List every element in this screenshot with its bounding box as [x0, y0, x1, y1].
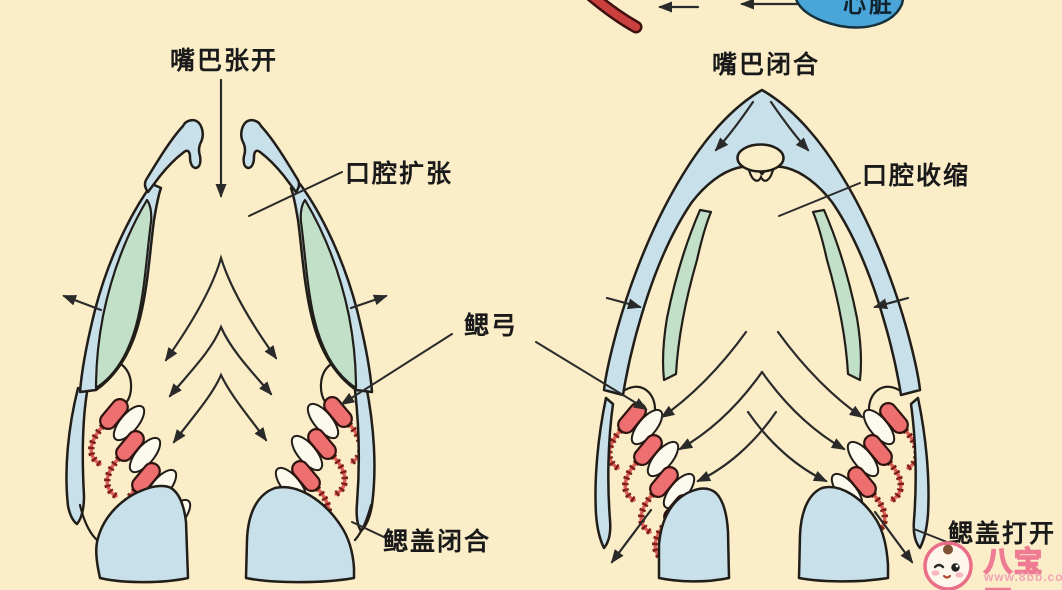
label-cavity-expand: 口腔扩张: [345, 160, 454, 188]
left-fish: [62, 78, 388, 584]
expand-arrow-right: [349, 294, 388, 310]
label-mouth-open: 嘴巴张开: [170, 47, 279, 75]
jaw-seam: [747, 168, 775, 182]
snout-arrow-right: [769, 100, 810, 152]
exit-arrow-left: [610, 508, 653, 564]
baby-face-icon: [923, 541, 973, 590]
left-fish-flow-arrows: [62, 78, 388, 444]
chevron-flow-3: [172, 372, 268, 444]
compress-arrow-right: [873, 296, 910, 310]
watermark-site-url: www.8bb.com: [984, 570, 1062, 584]
leader-cavity-contract: [778, 182, 861, 217]
muscle-left: [94, 198, 153, 390]
chevron-flow-1: [164, 254, 278, 362]
left-fish-body-right: [244, 485, 356, 584]
operculum-left-closed: [65, 386, 89, 526]
muscle-left: [661, 208, 713, 382]
right-fish-flow-arrows: [605, 100, 914, 564]
right-fish-body-left: [657, 487, 731, 583]
left-fish-body-left: [95, 484, 190, 584]
label-gill-cover-closed: 鳃盖闭合: [383, 528, 492, 556]
operculum-right-closed: [353, 383, 376, 533]
leader-gill-arch-right: [535, 341, 648, 411]
leader-cavity-expand: [248, 171, 343, 217]
gill-outflow-r3: [746, 410, 828, 483]
label-heart-clipped: 心脏: [843, 0, 895, 17]
right-fish: [594, 88, 930, 583]
label-gill-cover-open: 鳃盖打开: [948, 520, 1057, 548]
jaw-right: [240, 118, 301, 194]
top-partial-figure: [586, 0, 905, 34]
mouth-hole: [736, 143, 785, 173]
gill-outflow-r2: [760, 370, 846, 451]
label-gill-arch: 鳃弓: [464, 312, 519, 340]
compress-arrow-left: [605, 296, 642, 310]
expand-arrow-left: [62, 294, 103, 312]
label-mouth-closed: 嘴巴闭合: [712, 51, 821, 79]
jaw-left: [143, 118, 204, 194]
leader-gill-arch-left: [340, 333, 453, 406]
leader-gill-cover-closed: [351, 521, 387, 539]
snout-arrow-left: [714, 100, 755, 152]
muscle-right: [811, 208, 863, 382]
watermark-site-name: 八宝网: [983, 545, 1045, 590]
gill-outflow-l1: [660, 330, 748, 419]
operculum-left-open: [594, 396, 615, 550]
label-cavity-contract: 口腔收缩: [862, 162, 971, 190]
exit-arrow-right: [873, 510, 914, 564]
muscle-right: [299, 198, 358, 390]
gill-outflow-l3: [696, 410, 778, 483]
chevron-flow-2: [168, 324, 273, 398]
snout-closed: [602, 88, 922, 397]
operculum-right-open: [909, 396, 930, 550]
right-fish-body-right: [797, 485, 890, 583]
gill-outflow-l2: [678, 370, 764, 451]
watermark: 八宝网 www.8bb.com: [918, 536, 1062, 590]
gill-outflow-r1: [776, 330, 864, 419]
heart-blob: [795, 0, 905, 29]
